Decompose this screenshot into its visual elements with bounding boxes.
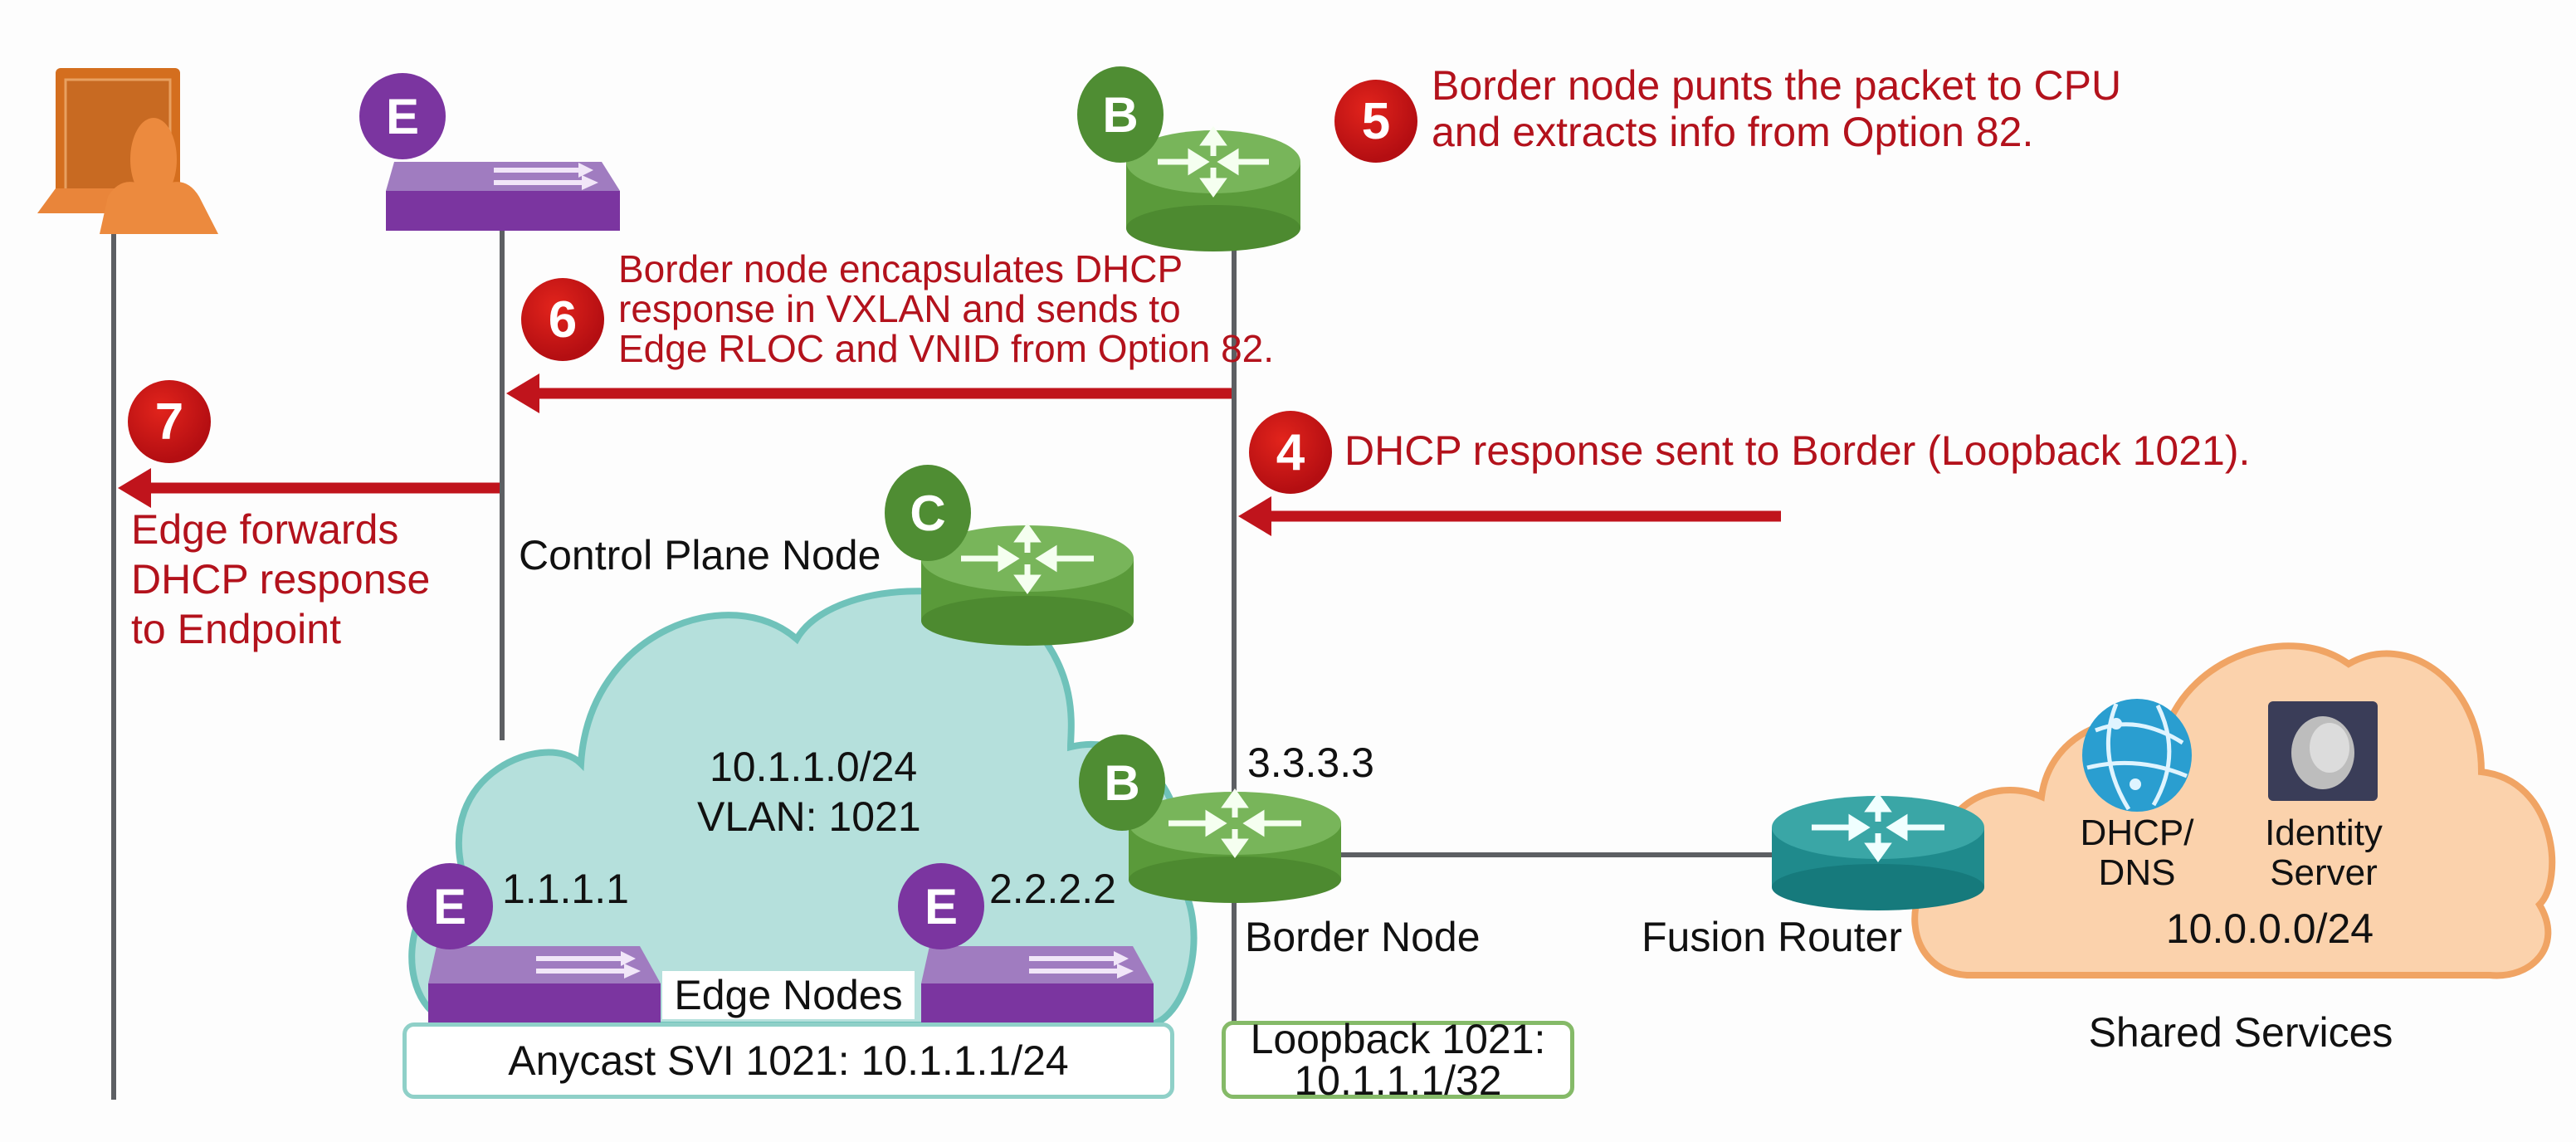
laptop-user-icon[interactable]: [37, 68, 228, 234]
step-4-badge: 4: [1249, 411, 1332, 494]
step-6-badge: 6: [521, 278, 604, 361]
step-4-text: DHCP response sent to Border (Loopback 1…: [1344, 427, 2251, 474]
control-plane-badge: C: [885, 465, 971, 561]
edge-nodes-label: Edge Nodes: [662, 971, 915, 1019]
identity-server-label: Identity Server: [2265, 813, 2383, 893]
top-border-line: [1232, 241, 1237, 1096]
step-5-badge: 5: [1334, 80, 1417, 163]
control-plane-label: Control Plane Node: [519, 532, 881, 578]
router-icon: [1126, 125, 1300, 251]
anycast-svi-box: Anycast SVI 1021: 10.1.1.1/24: [402, 1022, 1174, 1099]
router-icon: [1129, 788, 1341, 903]
border-node-label: Border Node: [1245, 914, 1481, 960]
shared-services-title: Shared Services: [2088, 1009, 2393, 1056]
top-edge-line: [500, 226, 505, 740]
edge-left-address: 1.1.1.1: [502, 866, 629, 912]
step-7-text: Edge forwards DHCP response to Endpoint: [131, 506, 431, 652]
border-fusion-link: [1336, 852, 1784, 857]
step-6-text: Border node encapsulates DHCP response i…: [618, 247, 1275, 370]
border-badge: B: [1079, 734, 1165, 831]
border-address: 3.3.3.3: [1247, 739, 1374, 786]
fusion-router-label: Fusion Router: [1642, 914, 1903, 960]
border-badge: B: [1077, 66, 1164, 163]
edge-badge: E: [407, 863, 493, 949]
dhcp-dns-globe-icon[interactable]: [2079, 697, 2195, 813]
endpoint-line: [111, 224, 116, 1100]
dhcp-dns-label: DHCP/ DNS: [2080, 813, 2194, 893]
switch-icon: [386, 162, 620, 231]
step-7-badge: 7: [128, 380, 211, 463]
loopback-box: Loopback 1021: 10.1.1.1/32: [1222, 1018, 1574, 1101]
edge-badge: E: [898, 863, 984, 949]
identity-server-icon[interactable]: [2268, 701, 2380, 805]
router-icon: [1772, 792, 1984, 910]
edge-right-address: 2.2.2.2: [989, 866, 1116, 912]
step-5-text: Border node punts the packet to CPU and …: [1432, 62, 2122, 155]
fabric-subnet: 10.1.1.0/24: [710, 744, 918, 790]
fabric-vlan: VLAN: 1021: [697, 793, 921, 840]
router-icon: [921, 522, 1134, 646]
edge-badge: E: [359, 73, 446, 159]
shared-services-subnet: 10.0.0.0/24: [2165, 905, 2374, 952]
